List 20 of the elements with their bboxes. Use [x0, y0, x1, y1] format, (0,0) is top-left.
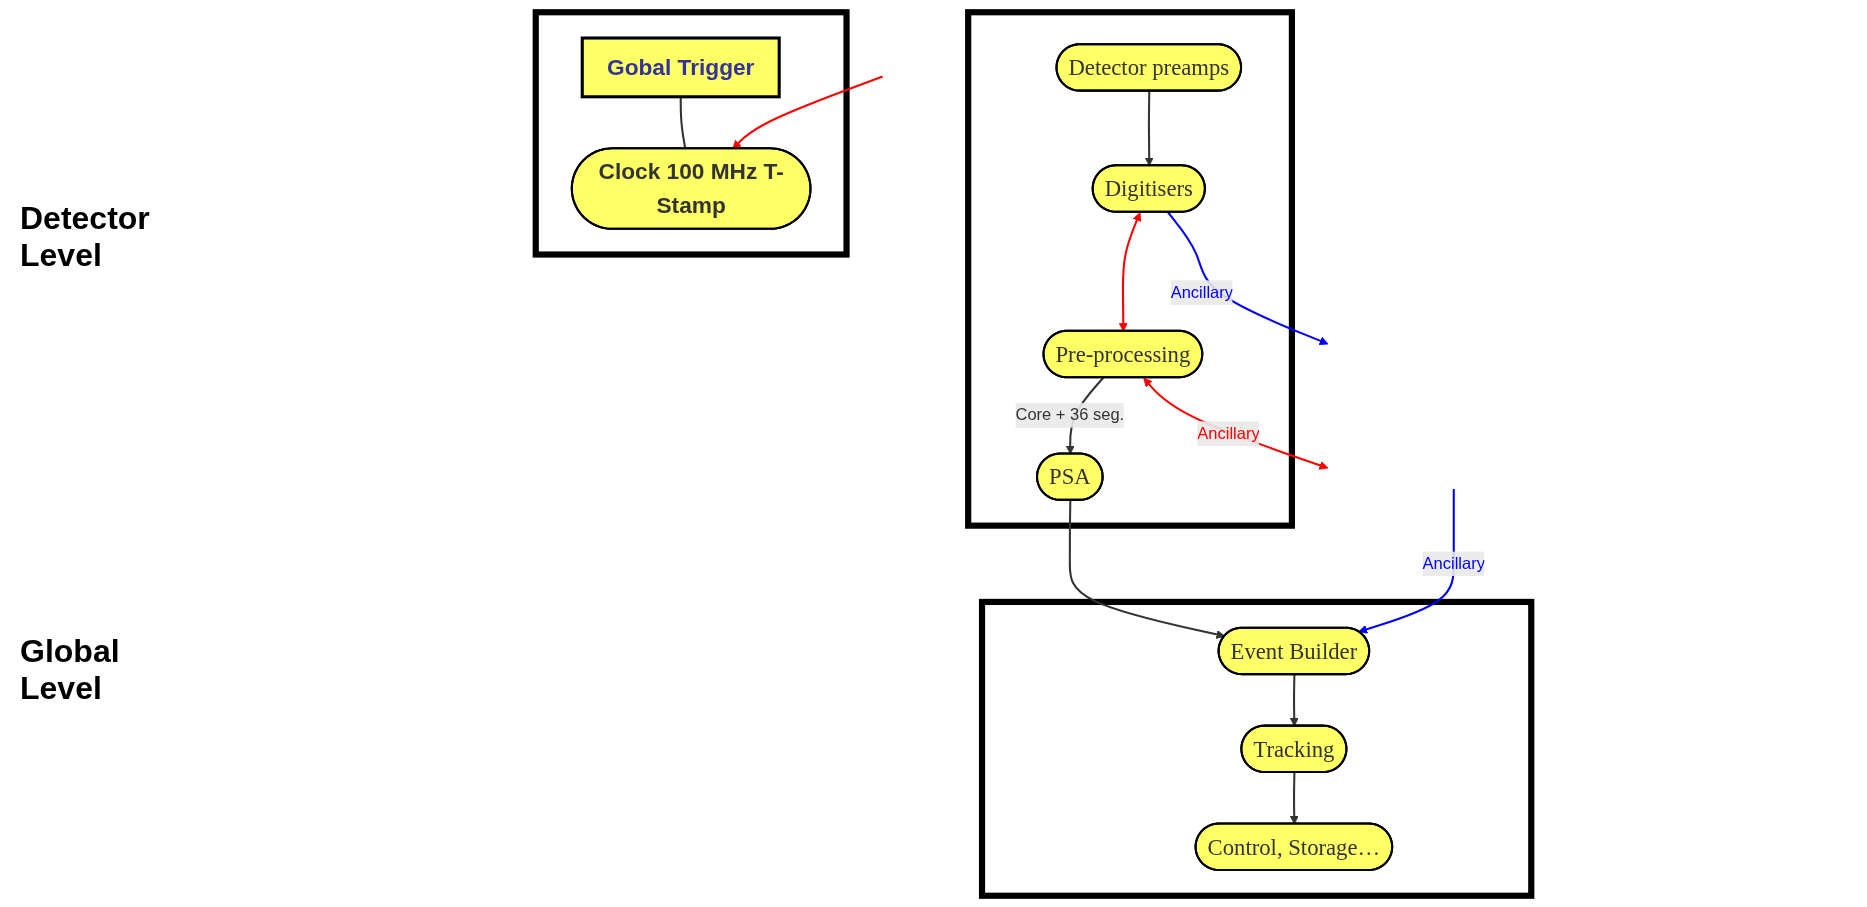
- process-ellipse: Event Builder: [1217, 626, 1371, 675]
- edge-label: Ancillary: [1197, 420, 1260, 446]
- arrow: [1358, 488, 1455, 634]
- arrow: [1068, 499, 1226, 639]
- process-ellipse: Tracking: [1240, 724, 1348, 773]
- group-frame: [965, 8, 1295, 529]
- arrow: [1289, 772, 1299, 824]
- process-ellipse: Detector preamps: [1055, 42, 1243, 92]
- edge-label: Ancillary: [1422, 550, 1485, 576]
- edge-label: Ancillary: [1170, 279, 1233, 305]
- process-ellipse: Pre-processing: [1042, 329, 1204, 378]
- process-ellipse: Clock 100 MHz T-Stamp: [570, 146, 812, 230]
- group-frame: [532, 8, 850, 258]
- process-ellipse: Control, Storage…: [1194, 822, 1394, 871]
- edge-label: Core + 36 seg.: [1015, 402, 1125, 428]
- process-ellipse: Digitisers: [1091, 163, 1206, 213]
- level-label: Detector Level: [20, 199, 151, 274]
- level-label: Global Level: [20, 633, 121, 708]
- process-ellipse: PSA: [1036, 451, 1104, 501]
- group-frame: [978, 598, 1535, 899]
